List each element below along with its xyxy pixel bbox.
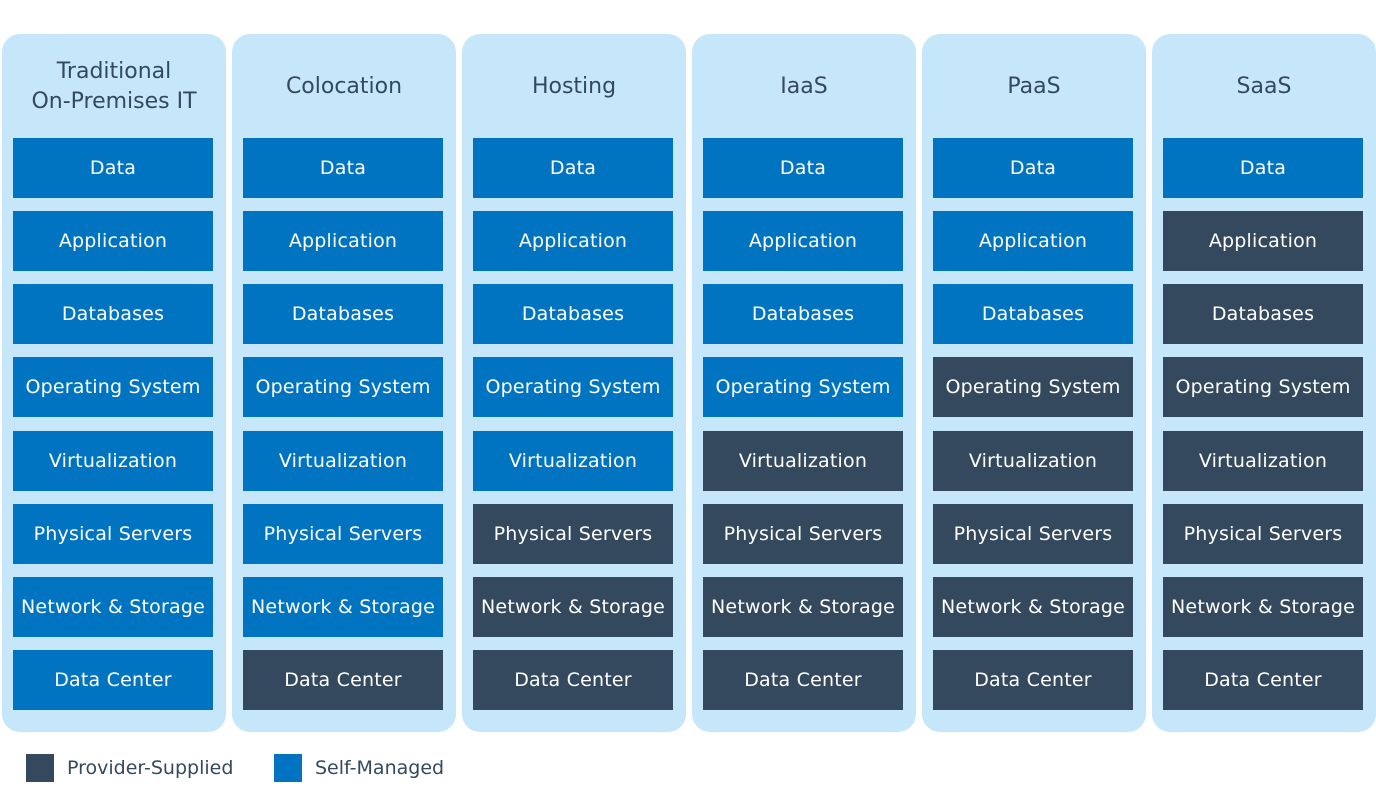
layer-block: Operating System — [473, 357, 673, 417]
layer-block: Databases — [473, 284, 673, 344]
layer-block: Physical Servers — [933, 504, 1133, 564]
column-title: IaaS — [780, 74, 828, 99]
layer-block: Network & Storage — [933, 577, 1133, 637]
layer-block: Application — [13, 211, 213, 271]
layer-block: Network & Storage — [243, 577, 443, 637]
layer-block: Databases — [1163, 284, 1363, 344]
legend: Provider-Supplied Self-Managed — [0, 754, 600, 784]
layer-block: Operating System — [1163, 357, 1363, 417]
layer-block: Data Center — [1163, 650, 1363, 710]
layer-block: Network & Storage — [703, 577, 903, 637]
column-title: SaaS — [1236, 74, 1292, 99]
layer-block: Virtualization — [243, 431, 443, 491]
layer-block: Virtualization — [703, 431, 903, 491]
layer-block: Operating System — [933, 357, 1133, 417]
layer-block: Operating System — [703, 357, 903, 417]
layer-block: Network & Storage — [1163, 577, 1363, 637]
layer-block: Data — [933, 138, 1133, 198]
self-managed-swatch — [274, 754, 302, 782]
column-title: Hosting — [531, 74, 617, 99]
layer-block: Operating System — [243, 357, 443, 417]
layer-block: Data Center — [13, 650, 213, 710]
layer-block: Data — [473, 138, 673, 198]
column-title: Colocation — [285, 74, 403, 99]
layer-block: Application — [703, 211, 903, 271]
layer-block: Physical Servers — [243, 504, 443, 564]
layer-block: Application — [243, 211, 443, 271]
layer-block: Data — [703, 138, 903, 198]
column-title: Traditional On-Premises IT — [31, 59, 197, 114]
layer-block: Physical Servers — [13, 504, 213, 564]
layer-block: Physical Servers — [703, 504, 903, 564]
layer-block: Network & Storage — [473, 577, 673, 637]
layer-block: Databases — [933, 284, 1133, 344]
layer-block: Databases — [703, 284, 903, 344]
column-title: PaaS — [1007, 74, 1061, 99]
layer-block: Virtualization — [13, 431, 213, 491]
layer-block: Physical Servers — [473, 504, 673, 564]
layer-block: Data Center — [933, 650, 1133, 710]
legend-label-self-managed: Self-Managed — [315, 757, 445, 779]
layer-block: Application — [1163, 211, 1363, 271]
layer-block: Data Center — [243, 650, 443, 710]
provider-supplied-swatch — [26, 754, 54, 782]
legend-label-provider-supplied: Provider-Supplied — [67, 757, 234, 779]
layer-block: Application — [473, 211, 673, 271]
layer-block: Application — [933, 211, 1133, 271]
legend-item-self-managed: Self-Managed — [274, 754, 444, 782]
layer-block: Data Center — [703, 650, 903, 710]
layer-block: Data — [243, 138, 443, 198]
layer-block: Data Center — [473, 650, 673, 710]
layer-block: Operating System — [13, 357, 213, 417]
layer-block: Data — [13, 138, 213, 198]
layer-block: Virtualization — [933, 431, 1133, 491]
layer-block: Virtualization — [473, 431, 673, 491]
layer-block: Databases — [13, 284, 213, 344]
layer-block: Physical Servers — [1163, 504, 1363, 564]
layer-block: Databases — [243, 284, 443, 344]
legend-item-provider-supplied: Provider-Supplied — [26, 754, 233, 782]
layer-block: Network & Storage — [13, 577, 213, 637]
layer-block: Virtualization — [1163, 431, 1363, 491]
layer-block: Data — [1163, 138, 1363, 198]
